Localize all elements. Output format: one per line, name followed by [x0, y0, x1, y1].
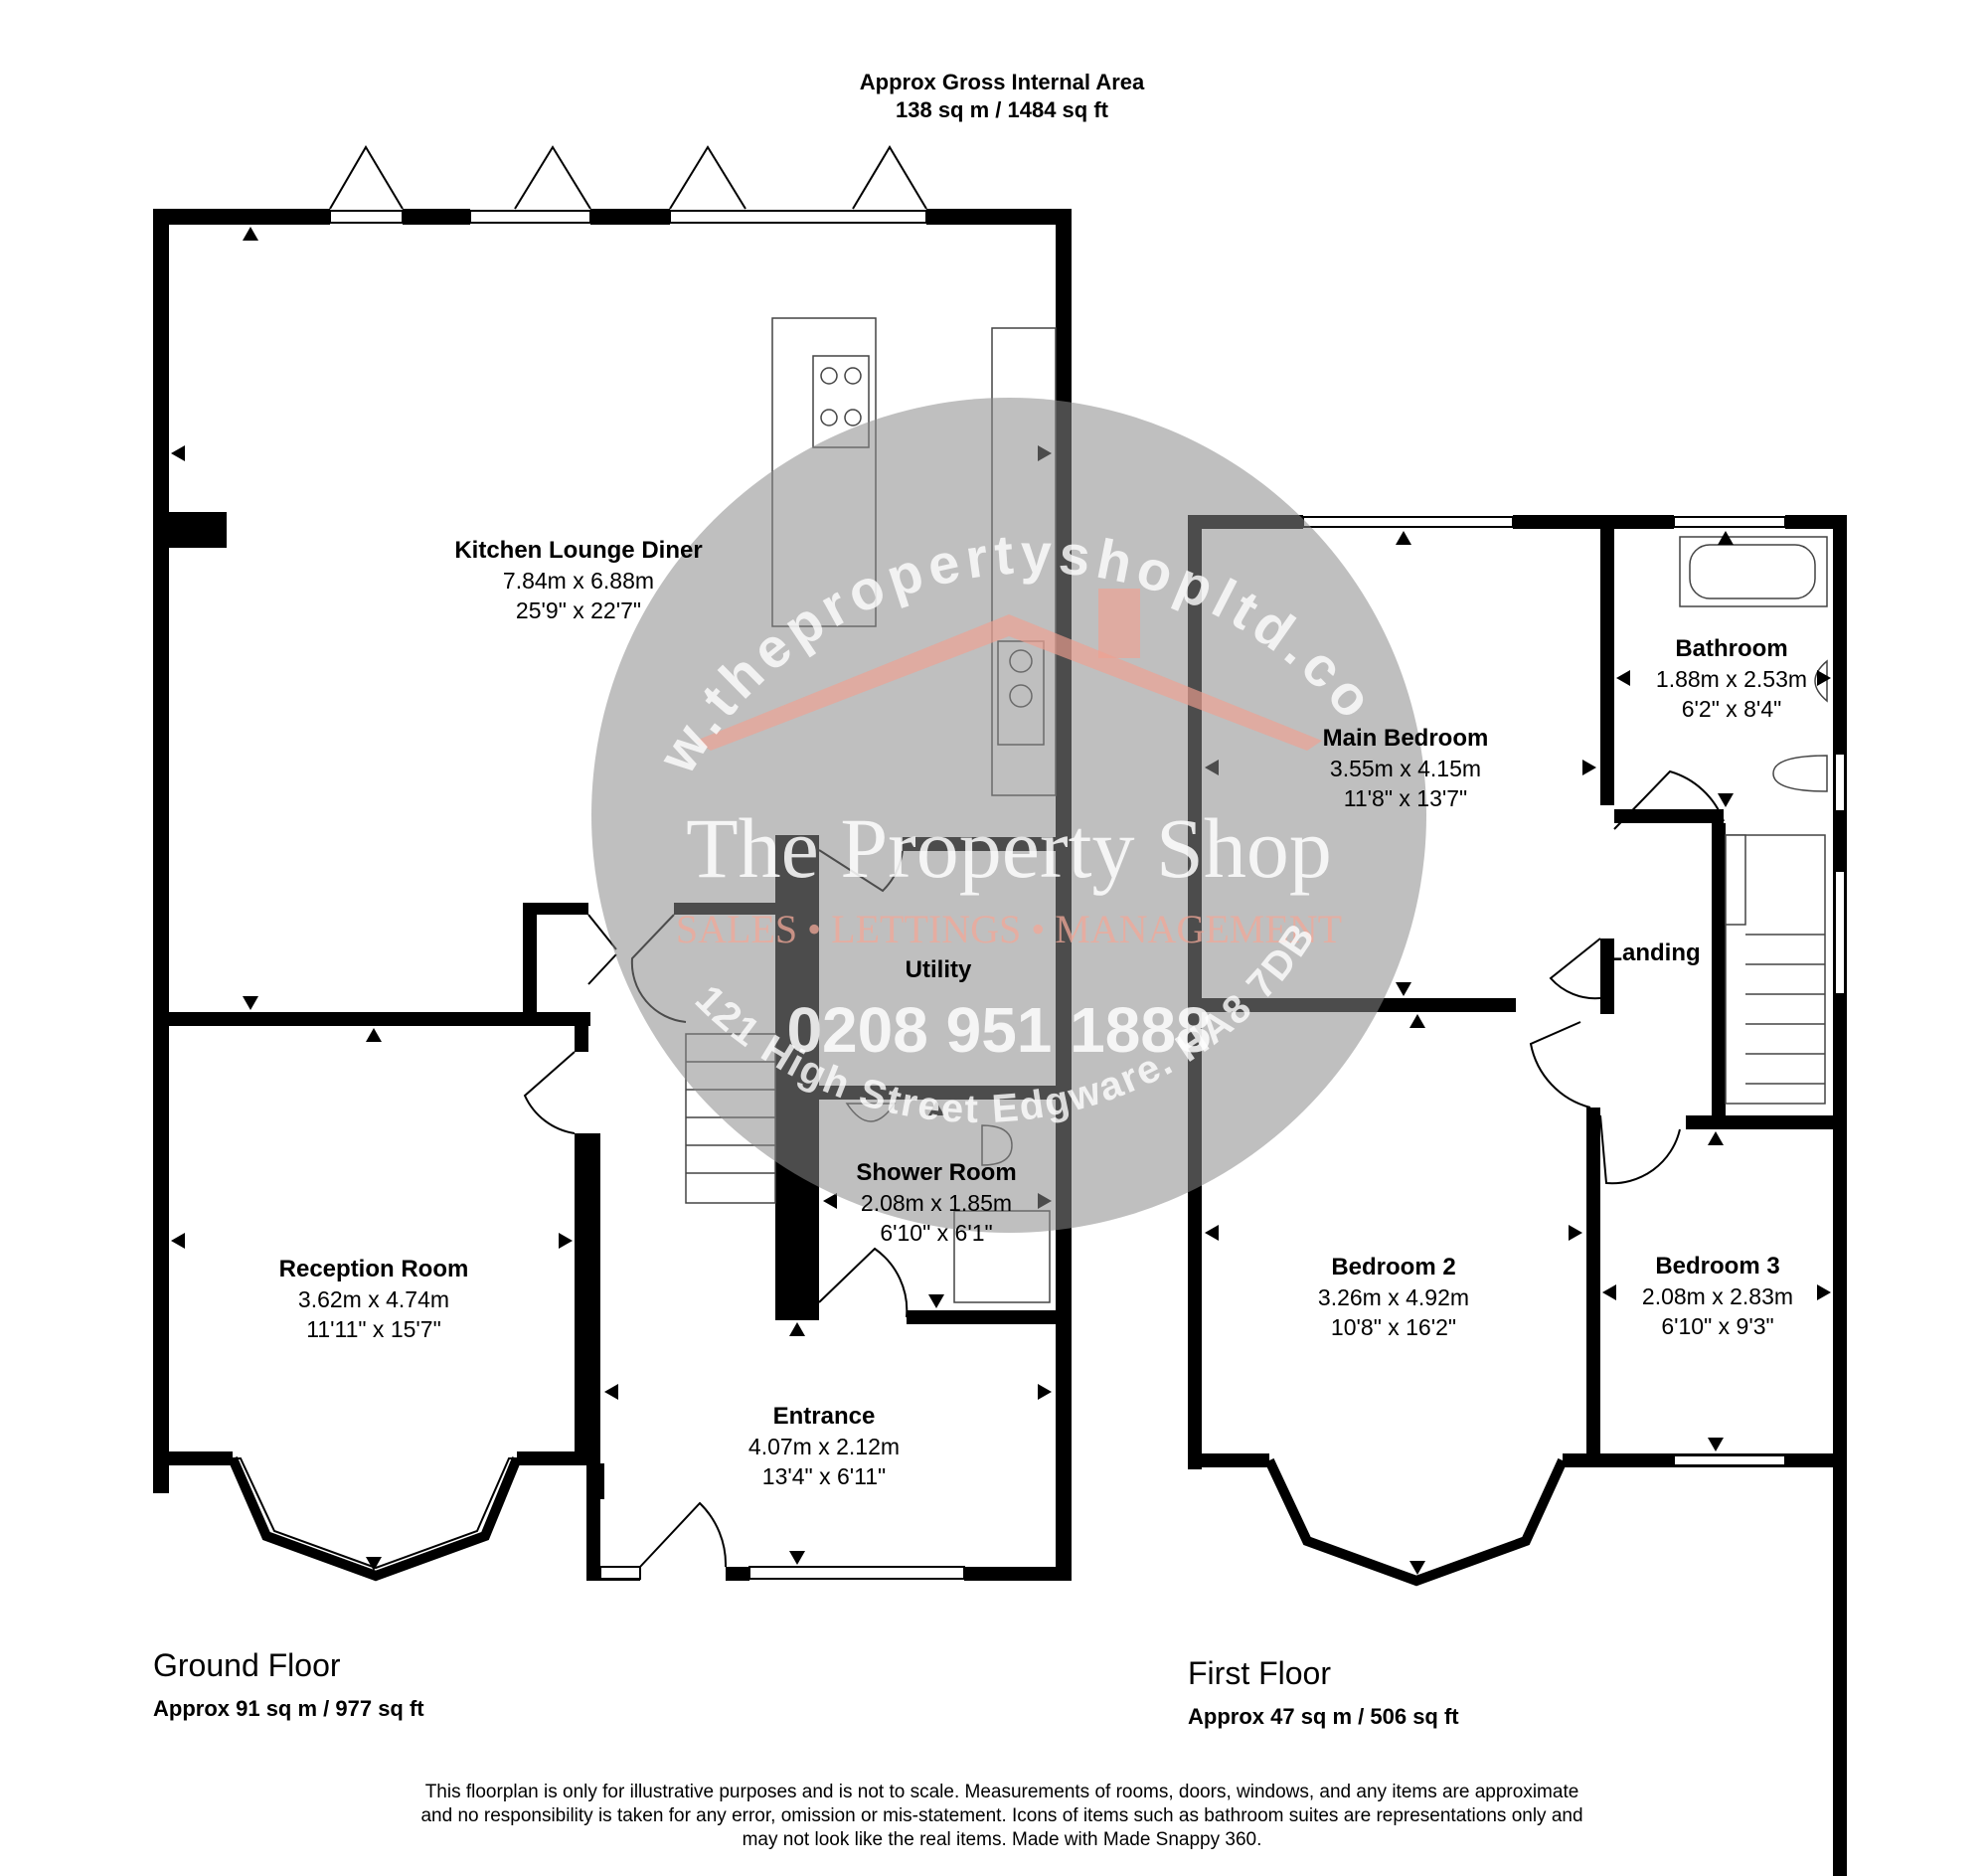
room-kitchen-imperial: 25'9" x 22'7"	[516, 597, 641, 623]
room-reception-imperial: 11'11" x 15'7"	[306, 1316, 441, 1342]
ground-floor-label: Ground Floor	[153, 1647, 341, 1683]
room-main-bedroom-imperial: 11'8" x 13'7"	[1344, 785, 1467, 811]
room-entrance-name: Entrance	[773, 1403, 876, 1430]
disclaimer-line-3: may not look like the real items. Made w…	[743, 1829, 1262, 1850]
room-bedroom3-imperial: 6'10" x 9'3"	[1661, 1313, 1773, 1339]
dimension-arrows	[171, 227, 1831, 1575]
room-kitchen-metric: 7.84m x 6.88m	[503, 568, 654, 594]
ground-floor-area: Approx 91 sq m / 977 sq ft	[153, 1696, 424, 1721]
first-floor-plan	[1188, 515, 1847, 1876]
room-bathroom-metric: 1.88m x 2.53m	[1656, 666, 1807, 692]
disclaimer-line-2: and no responsibility is taken for any e…	[420, 1805, 1582, 1826]
room-bedroom3-name: Bedroom 3	[1655, 1253, 1779, 1279]
room-bathroom-imperial: 6'2" x 8'4"	[1682, 696, 1782, 722]
watermark-brand: The Property Shop	[686, 800, 1332, 896]
room-bedroom3-metric: 2.08m x 2.83m	[1642, 1283, 1793, 1309]
room-bedroom2-imperial: 10'8" x 16'2"	[1331, 1314, 1456, 1340]
room-shower-metric: 2.08m x 1.85m	[861, 1190, 1012, 1216]
room-landing-name: Landing	[1607, 939, 1700, 966]
room-kitchen-name: Kitchen Lounge Diner	[454, 537, 702, 564]
first-floor-area: Approx 47 sq m / 506 sq ft	[1188, 1704, 1459, 1729]
first-floor-label: First Floor	[1188, 1655, 1331, 1691]
gross-area-value: 138 sq m / 1484 sq ft	[896, 97, 1109, 122]
room-reception-metric: 3.62m x 4.74m	[298, 1286, 449, 1312]
room-bedroom2-name: Bedroom 2	[1331, 1254, 1455, 1280]
room-main-bedroom-name: Main Bedroom	[1323, 725, 1489, 752]
room-bathroom-name: Bathroom	[1675, 635, 1787, 662]
room-reception-name: Reception Room	[279, 1256, 469, 1282]
watermark-tagline: SALES • LETTINGS • MANAGEMENT	[676, 907, 1342, 951]
gross-area-title: Approx Gross Internal Area	[860, 70, 1145, 94]
watermark-phone: 0208 951 1888	[786, 994, 1211, 1066]
room-shower-name: Shower Room	[856, 1159, 1016, 1186]
room-utility-name: Utility	[906, 956, 972, 983]
room-entrance-metric: 4.07m x 2.12m	[748, 1434, 900, 1459]
room-entrance-imperial: 13'4" x 6'11"	[762, 1463, 886, 1489]
room-main-bedroom-metric: 3.55m x 4.15m	[1330, 756, 1481, 781]
agency-watermark: www.thepropertyshopltd.co.uk The Propert…	[0, 0, 1426, 1233]
disclaimer-line-1: This floorplan is only for illustrative …	[425, 1782, 1579, 1802]
room-bedroom2-metric: 3.26m x 4.92m	[1318, 1284, 1469, 1310]
room-shower-imperial: 6'10" x 6'1"	[880, 1220, 992, 1246]
